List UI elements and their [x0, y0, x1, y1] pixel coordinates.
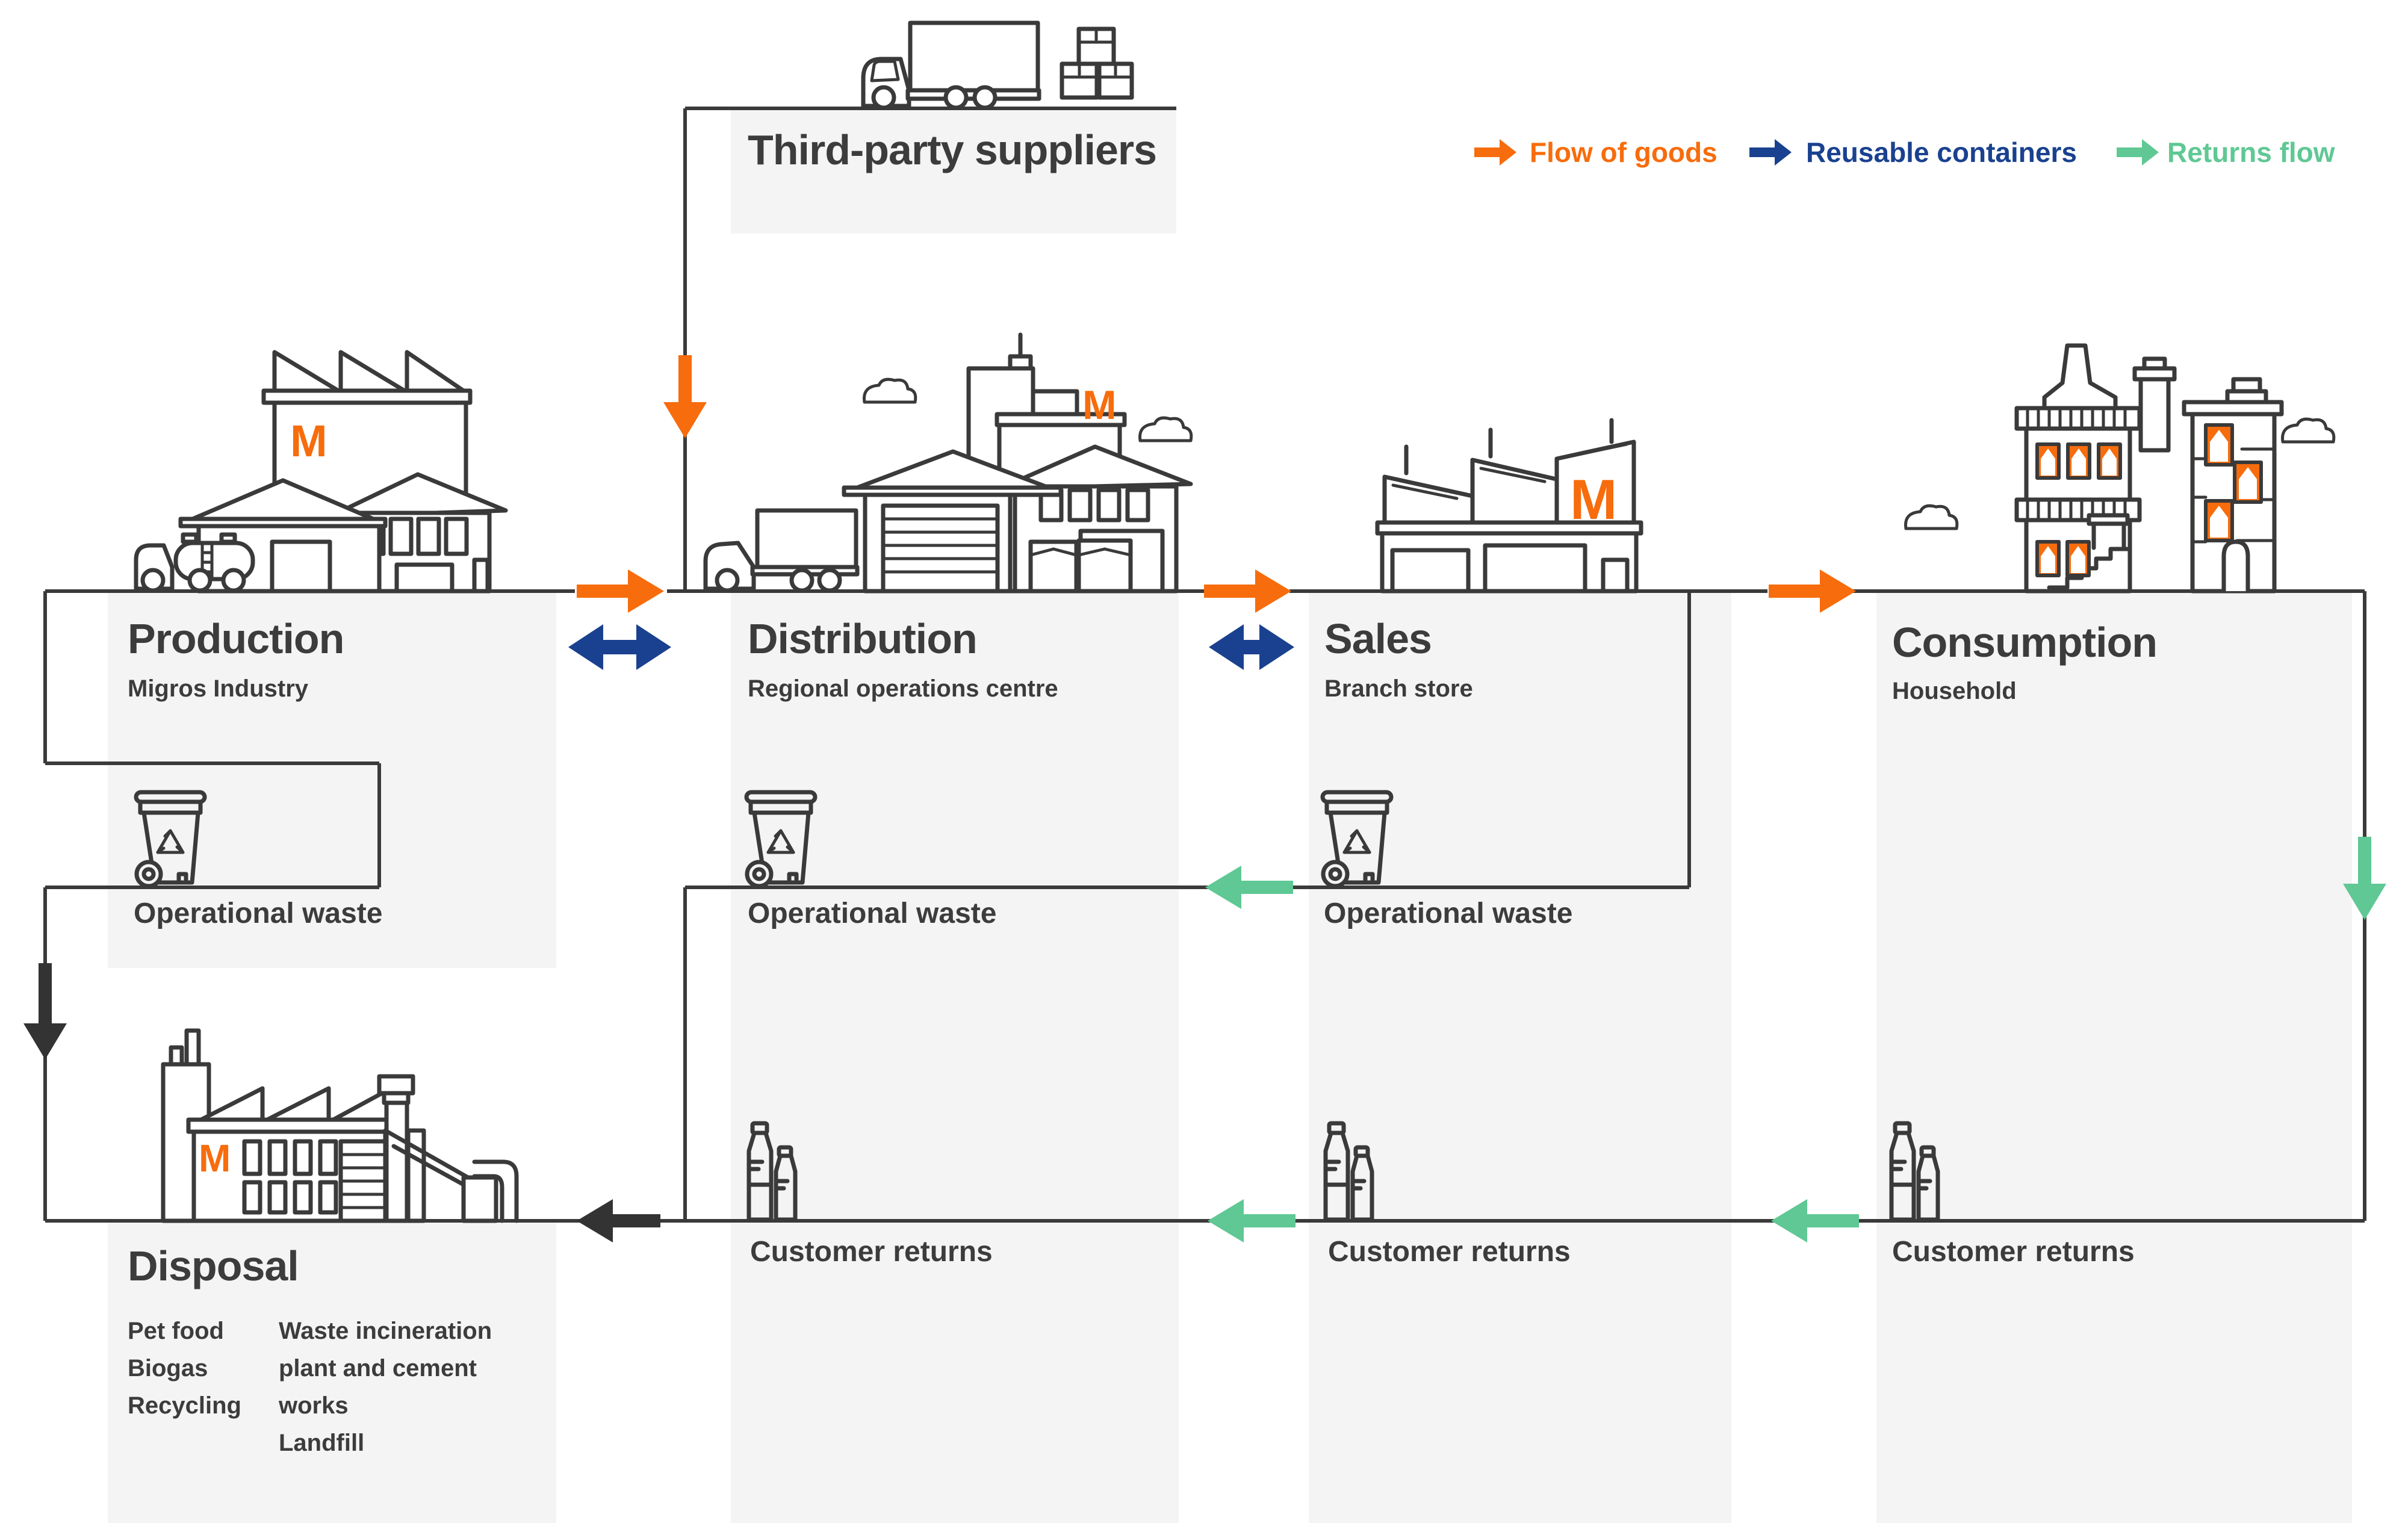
legend-label-returns-flow: Returns flow [2167, 137, 2335, 168]
reusable-arrow-distribution-sales [1209, 624, 1294, 670]
disposal-method: Waste incineration [279, 1318, 492, 1344]
sales-title: Sales [1324, 615, 1432, 662]
disposal-method: plant and cement [279, 1355, 477, 1382]
distribution-warehouse-icon: M [703, 332, 1193, 594]
production-factory-icon: M [134, 350, 508, 594]
production-waste-label: Operational waste [134, 898, 383, 929]
lit-windows [2035, 423, 2263, 577]
panel-consumption [1876, 591, 2352, 1523]
sales-waste-label: Operational waste [1324, 898, 1573, 929]
panel-distribution [731, 591, 1179, 1523]
disposal-arrow-returns-left [577, 1199, 660, 1242]
legend-label-flow-of-goods: Flow of goods [1530, 137, 1718, 168]
returns-arrow-sales-to-distribution [1208, 1199, 1296, 1242]
migros-m-production: M [290, 416, 327, 466]
flow-arrow-production-to-distribution [577, 569, 664, 613]
flow-arrow-distribution-to-sales [1204, 569, 1291, 613]
disposal-methods-col2: Waste incineration plant and cement work… [279, 1312, 492, 1462]
migros-m-distribution: M [1082, 382, 1117, 428]
returns-arrow-consumption-to-sales [1771, 1199, 1859, 1242]
disposal-method: works [279, 1392, 349, 1419]
legend-flow-of-goods-icon [1474, 139, 1516, 166]
disposal-arrow-production-down [23, 963, 67, 1059]
cloud-icon [1138, 416, 1193, 442]
production-title: Production [128, 615, 344, 662]
distribution-returns-label: Customer returns [750, 1236, 993, 1268]
sales-returns-label: Customer returns [1328, 1236, 1571, 1268]
flow-arrow-suppliers-down [663, 355, 707, 438]
disposal-method: Biogas [128, 1355, 208, 1382]
suppliers-title: Third-party suppliers [748, 126, 1157, 173]
reusable-arrow-production-distribution [568, 624, 671, 670]
disposal-method: Landfill [279, 1430, 365, 1456]
disposal-method: Pet food [128, 1318, 224, 1344]
distribution-waste-label: Operational waste [748, 898, 997, 929]
returns-arrow-sales-waste-to-distribution [1205, 866, 1293, 909]
disposal-title: Disposal [128, 1242, 299, 1289]
cloud-icon [863, 377, 917, 404]
distribution-title: Distribution [748, 615, 978, 662]
panel-sales [1309, 591, 1731, 1523]
consumption-returns-label: Customer returns [1892, 1236, 2135, 1268]
flow-arrow-sales-to-consumption [1769, 569, 1856, 613]
disposal-method: Recycling [128, 1392, 241, 1419]
legend-label-reusable-containers: Reusable containers [1806, 137, 2077, 168]
suppliers-truck-icon [861, 20, 1134, 110]
panel-disposal [108, 1221, 556, 1523]
distribution-subtitle: Regional operations centre [748, 675, 1058, 702]
disposal-plant-icon: M [161, 1028, 519, 1223]
legend-reusable-containers-icon [1749, 139, 1792, 166]
production-subtitle: Migros Industry [128, 675, 309, 702]
consumption-subtitle: Household [1892, 678, 2017, 704]
sales-subtitle: Branch store [1324, 675, 1473, 702]
migros-m-disposal: M [199, 1137, 231, 1180]
consumption-title: Consumption [1892, 619, 2158, 666]
consumption-houses-icon [1904, 343, 2336, 594]
disposal-methods-col1: Pet food Biogas Recycling [128, 1312, 241, 1424]
sales-store-icon: M [1375, 418, 1643, 594]
migros-m-sales: M [1570, 468, 1617, 531]
cloud-icon [1904, 504, 1959, 530]
cloud-icon [2281, 417, 2336, 444]
legend-returns-flow-icon [2117, 139, 2159, 166]
